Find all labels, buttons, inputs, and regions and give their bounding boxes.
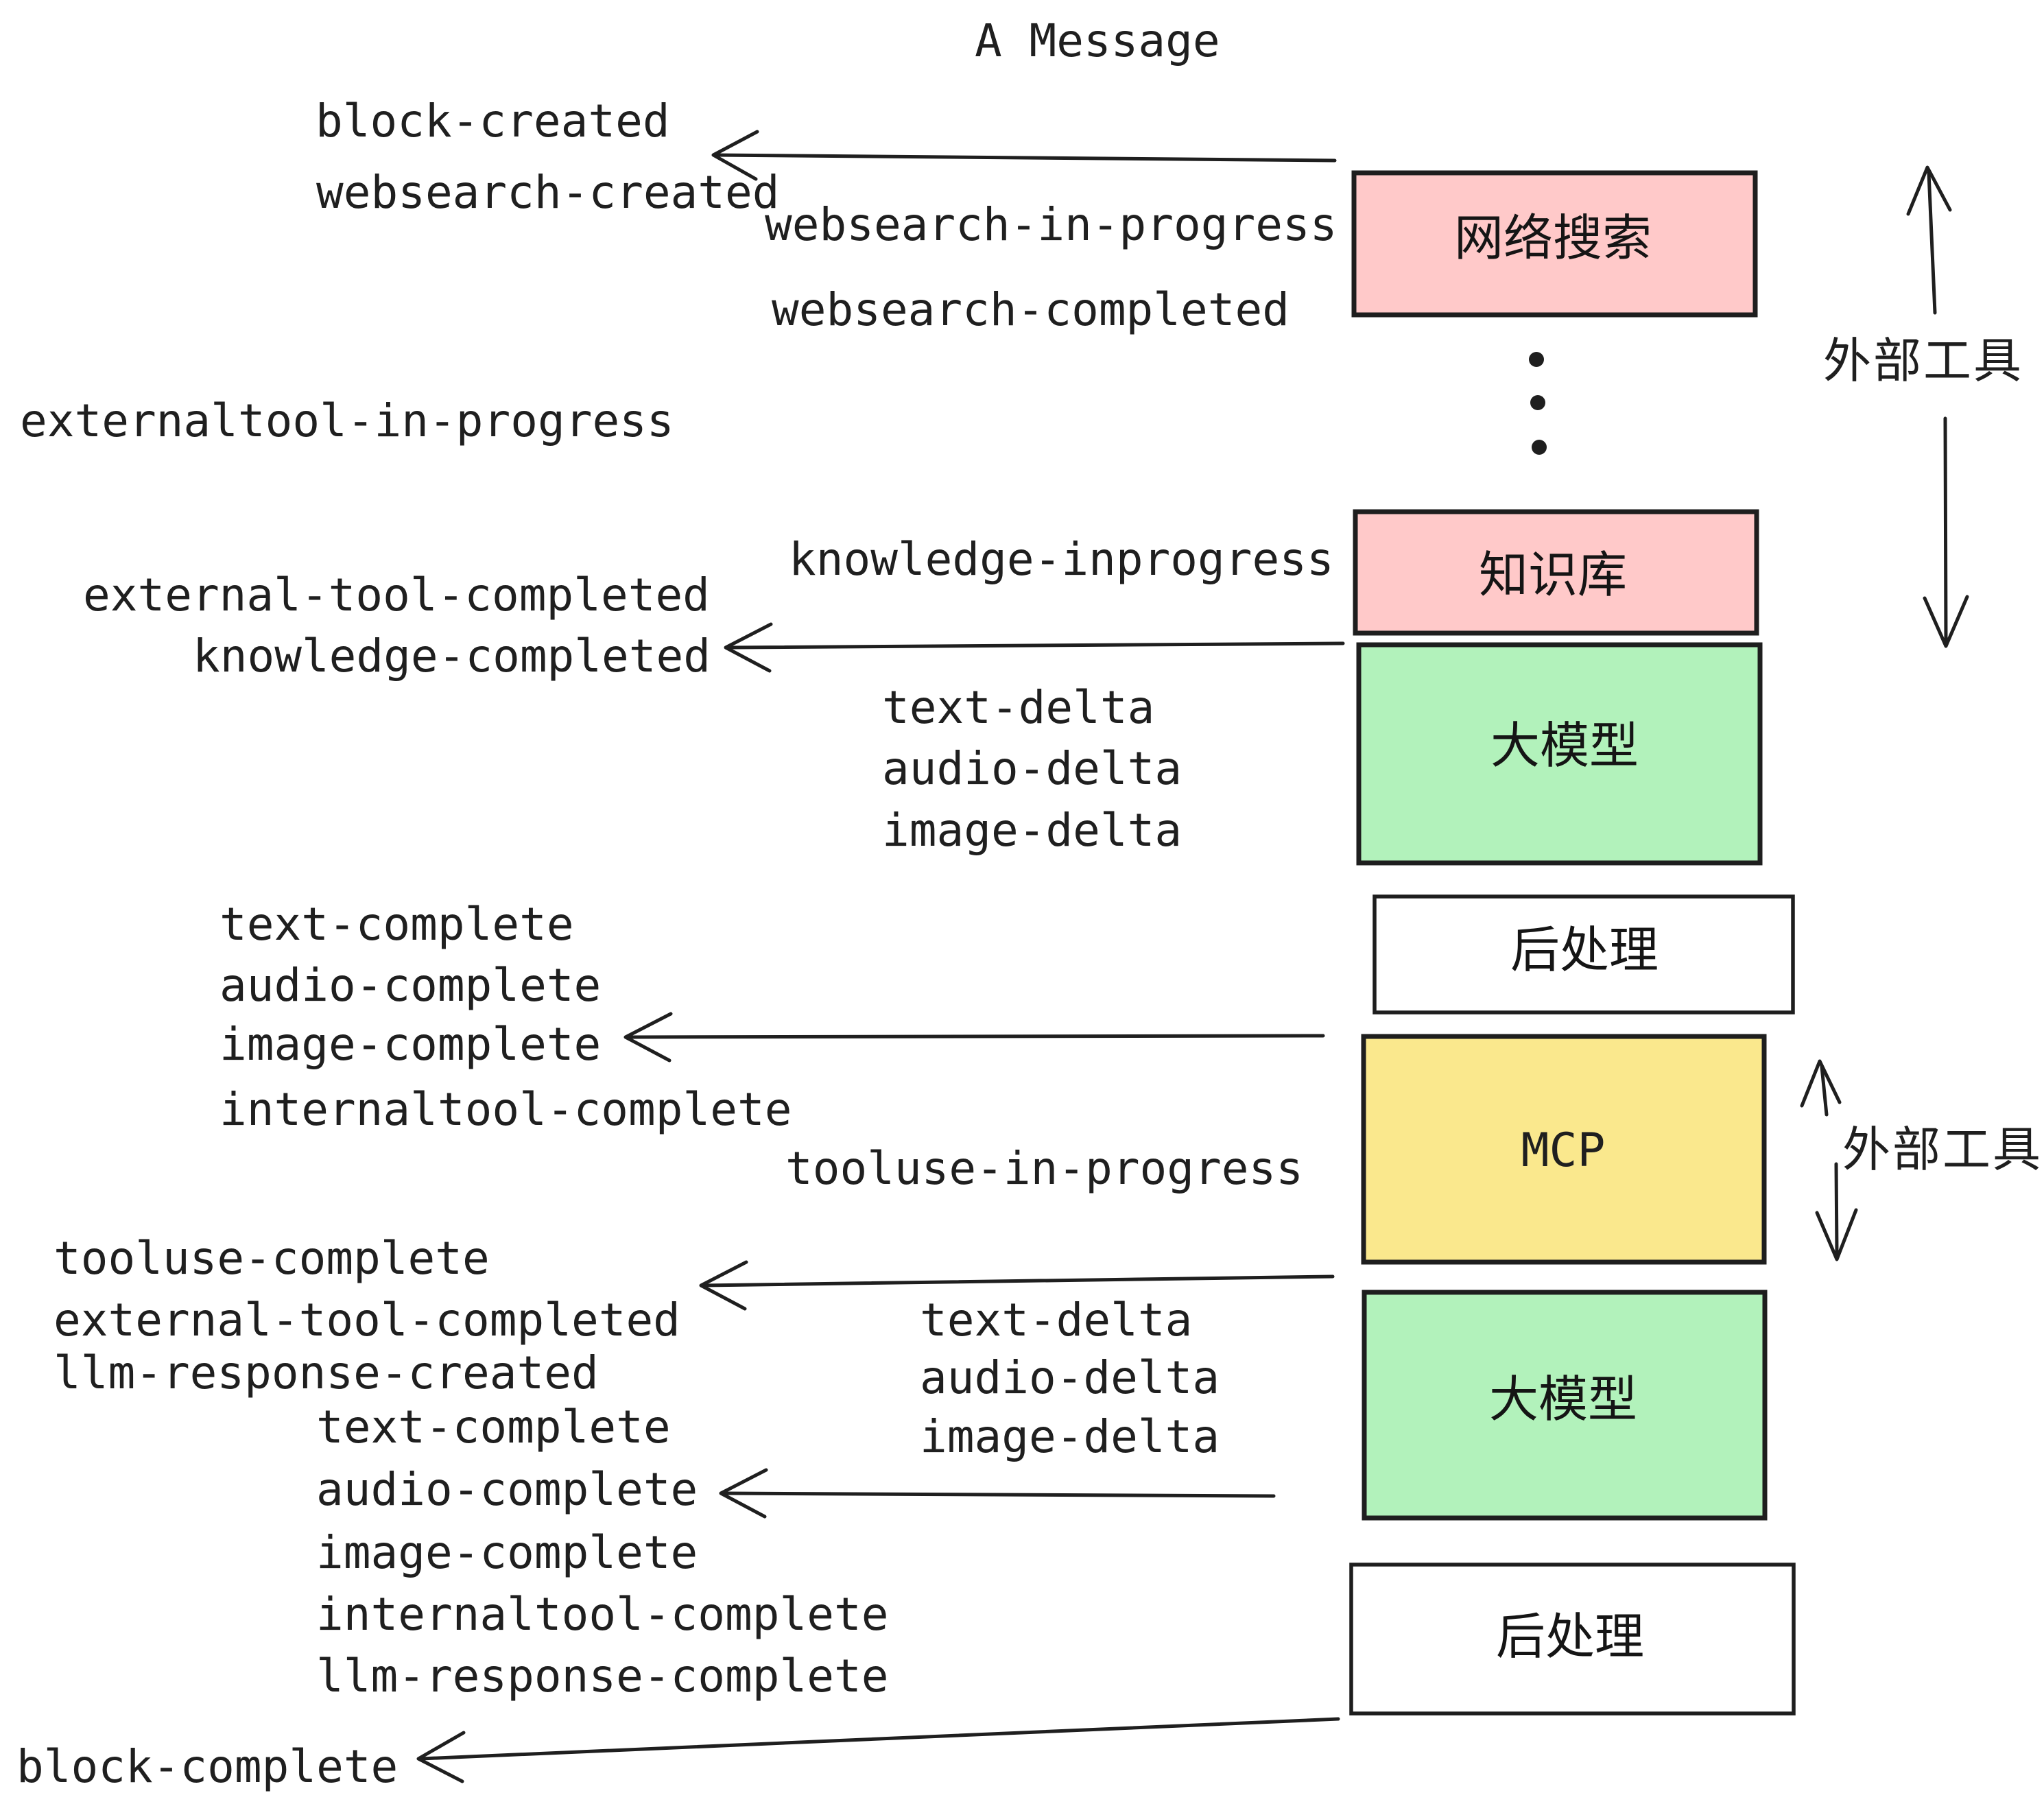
llm-box-top: 大模型 (1356, 642, 1763, 866)
external-tools-up-arrow-bottom (1800, 1059, 1842, 1117)
event-label-text-delta-1: text-delta (882, 681, 1154, 734)
event-label-websearch-in-progress: websearch-in-progress (765, 198, 1337, 251)
event-label-llm-response-complete: llm-response-complete (316, 1650, 888, 1702)
external-tools-up-arrow-top (1906, 165, 1952, 315)
event-label-text-complete-2: text-complete (316, 1401, 671, 1453)
event-label-knowledge-inprogress: knowledge-inprogress (789, 533, 1334, 586)
llm-box-top-label: 大模型 (1490, 717, 1639, 774)
event-label-llm-response-created: llm-response-created (54, 1346, 599, 1399)
event-label-image-complete-1: image-complete (219, 1018, 601, 1071)
event-label-externaltool-in-progress: externaltool-in-progress (20, 394, 674, 447)
post-process-box-bottom: 后处理 (1349, 1563, 1796, 1716)
mcp-box: MCP (1361, 1034, 1767, 1265)
event-label-text-complete-1: text-complete (219, 898, 574, 951)
event-label-tooluse-in-progress: tooluse-in-progress (785, 1142, 1303, 1195)
event-label-audio-complete-2: audio-complete (316, 1463, 698, 1516)
event-label-image-delta-1: image-delta (882, 804, 1182, 857)
event-label-external-tool-completed: external-tool-completed (83, 569, 710, 621)
arrow-websearch-to-events (711, 130, 1337, 181)
event-label-internaltool-complete-2: internaltool-complete (316, 1588, 888, 1641)
event-label-audio-complete-1: audio-complete (219, 959, 601, 1012)
event-label-block-created: block-created (316, 95, 670, 147)
external-tools-down-arrow-top (1923, 416, 1969, 648)
websearch-box-label: 网络搜索 (1454, 209, 1652, 267)
event-label-text-delta-2: text-delta (920, 1294, 1192, 1346)
llm-box-bottom-label: 大模型 (1489, 1370, 1637, 1428)
arrow-llm-bottom-to-events (719, 1468, 1276, 1519)
arrow-knowledge-to-events (724, 622, 1345, 673)
event-label-knowledge-completed: knowledge-completed (193, 630, 711, 683)
event-label-websearch-created: websearch-created (316, 166, 780, 219)
event-label-audio-delta-1: audio-delta (882, 742, 1182, 795)
event-label-tooluse-complete: tooluse-complete (54, 1232, 490, 1285)
llm-box-bottom: 大模型 (1362, 1290, 1768, 1521)
post-process-box-bottom-label: 后处理 (1496, 1608, 1644, 1665)
event-label-image-delta-2: image-delta (920, 1410, 1220, 1463)
websearch-box: 网络搜索 (1351, 170, 1758, 318)
diagram-title: A Message (975, 14, 1220, 67)
knowledge-box-label: 知识库 (1479, 546, 1627, 604)
external-tools-down-arrow-bottom (1815, 1162, 1858, 1261)
event-label-audio-delta-2: audio-delta (920, 1351, 1220, 1404)
event-label-block-complete: block-complete (16, 1740, 398, 1793)
external-tools-label-top: 外部工具 (1823, 333, 2023, 389)
event-label-websearch-completed: websearch-completed (772, 283, 1290, 336)
arrow-post-bottom-to-block-complete (416, 1717, 1340, 1783)
post-process-box-top-label: 后处理 (1510, 921, 1659, 979)
external-tools-label-bottom: 外部工具 (1842, 1121, 2043, 1178)
arrow-mcp-to-events (699, 1260, 1335, 1311)
event-label-external-tool-completed-2: external-tool-completed (54, 1294, 680, 1346)
arrow-llm-top-to-events (623, 1012, 1325, 1063)
event-label-internaltool-complete-1: internaltool-complete (219, 1083, 792, 1136)
mcp-box-label: MCP (1521, 1124, 1606, 1178)
event-label-image-complete-2: image-complete (316, 1526, 698, 1579)
knowledge-box: 知识库 (1353, 509, 1759, 636)
ellipsis-dots-icon (1529, 352, 1547, 455)
post-process-box-top: 后处理 (1372, 894, 1795, 1014)
